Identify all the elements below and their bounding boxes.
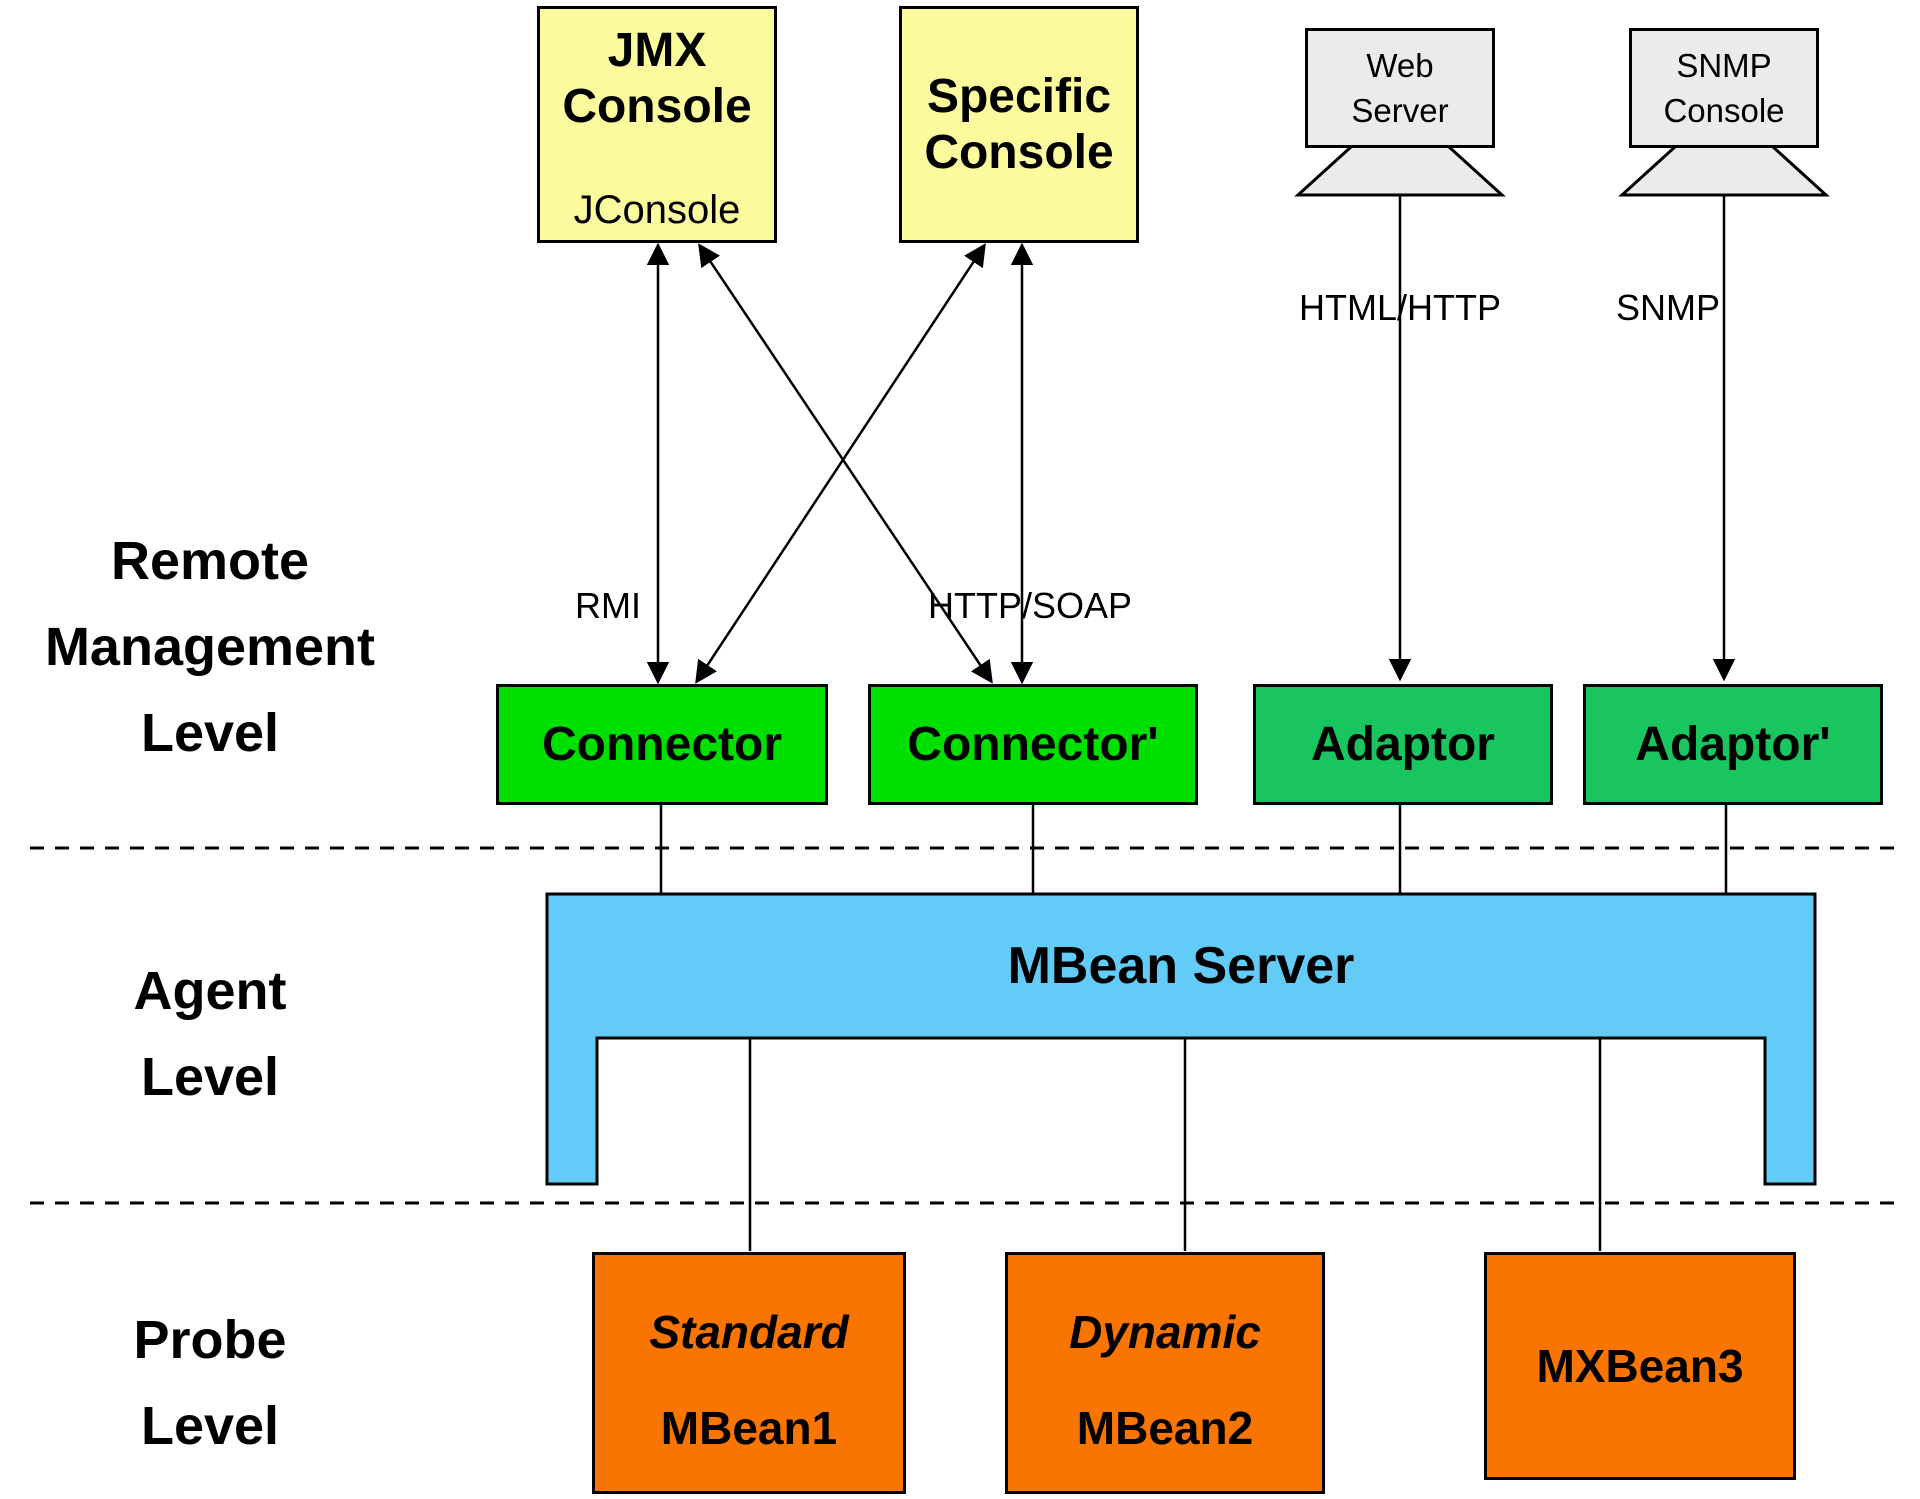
connector-prime-box: Connector' <box>868 684 1198 805</box>
snmp-console-label-line1: SNMP <box>1676 47 1772 84</box>
mbean1-name: MBean1 <box>660 1402 838 1454</box>
standard-mbean1-box: Standard MBean1 <box>592 1252 906 1494</box>
web-server-label-line2: Server <box>1351 92 1449 129</box>
html-http-protocol-label: HTML/HTTP <box>1299 287 1501 328</box>
level-label-line: Probe <box>133 1310 287 1370</box>
jmx-console-box: JMX Console JConsole <box>537 6 777 243</box>
specific-console-box: Specific Console <box>899 6 1139 243</box>
mxbean3-box: MXBean3 <box>1484 1252 1796 1480</box>
adaptor-prime-label: Adaptor' <box>1635 718 1831 771</box>
web-server-label-line1: Web <box>1366 47 1434 84</box>
adaptor-box: Adaptor <box>1253 684 1553 805</box>
specific-console-title-line1: Specific <box>926 69 1112 123</box>
jmx-console-title-line1: JMX <box>607 24 707 77</box>
http-soap-protocol-label: HTTP/SOAP <box>927 585 1133 626</box>
snmp-protocol-label: SNMP <box>1615 287 1720 328</box>
specific-connector-arrow <box>695 243 986 684</box>
connector-prime-label: Connector' <box>907 718 1159 771</box>
agent-level-label: Agent Level <box>10 948 410 1120</box>
level-label-line: Level <box>140 703 280 763</box>
mbean-server-shape <box>545 892 1817 1186</box>
dynamic-mbean2-box: Dynamic MBean2 <box>1005 1252 1325 1494</box>
level-label-line: Level <box>140 1396 280 1456</box>
snmp-console-label-line2: Console <box>1663 92 1785 129</box>
adaptor-label: Adaptor <box>1311 718 1495 771</box>
mxbean3-name: MXBean3 <box>1536 1340 1744 1392</box>
level-label-line: Level <box>140 1047 280 1107</box>
web-server-monitor-stand <box>1294 144 1506 197</box>
connector-box: Connector <box>496 684 828 805</box>
snmp-console-monitor: SNMP Console <box>1629 28 1819 148</box>
web-server-monitor: Web Server <box>1305 28 1495 148</box>
jmx-console-title-line2: Console <box>562 80 752 133</box>
adaptor-prime-box: Adaptor' <box>1583 684 1883 805</box>
remote-management-level-label: Remote Management Level <box>10 518 410 776</box>
level-label-line: Management <box>44 617 376 677</box>
rmi-protocol-label: RMI <box>575 585 641 626</box>
mbean-server-label: MBean Server <box>1007 937 1355 995</box>
snmp-console-monitor-stand <box>1618 144 1830 197</box>
mbean1-qualifier: Standard <box>649 1306 849 1358</box>
mbean2-name: MBean2 <box>1076 1402 1254 1454</box>
connector-label: Connector <box>542 718 782 771</box>
mbean2-qualifier: Dynamic <box>1069 1306 1261 1358</box>
specific-console-title-line2: Console <box>924 125 1114 179</box>
jmx-console-subtitle: JConsole <box>573 188 741 232</box>
level-label-line: Agent <box>133 961 287 1021</box>
probe-level-label: Probe Level <box>10 1297 410 1469</box>
level-label-line: Remote <box>110 531 310 591</box>
